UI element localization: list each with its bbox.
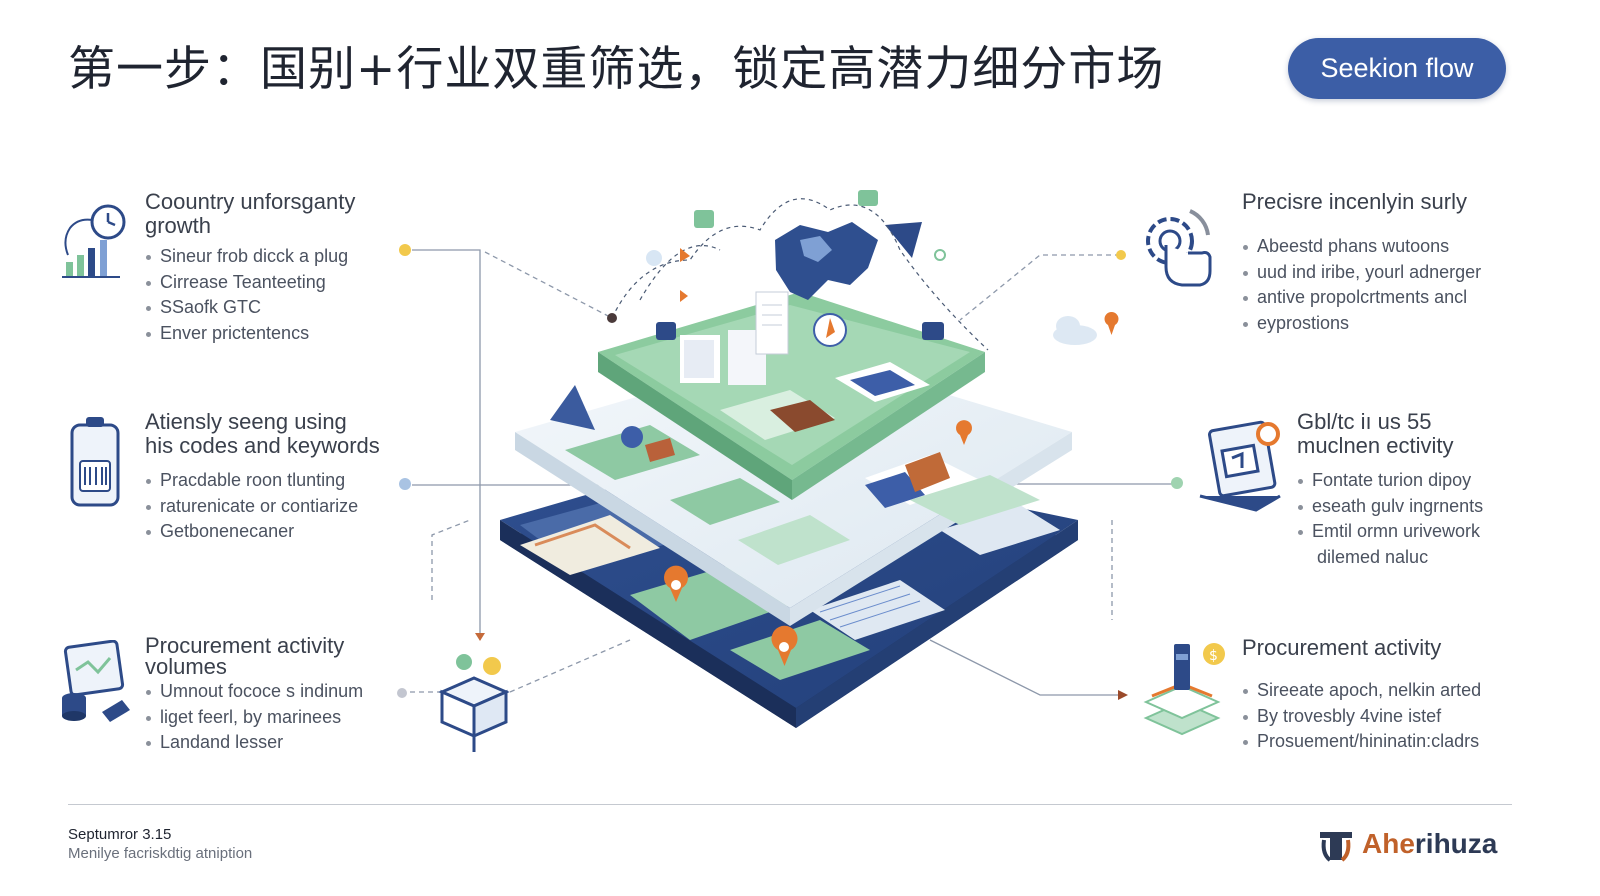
list-item: Abeestd phans wutoons [1242, 234, 1481, 260]
bullet-list: Sireeate apoch, nelkin arted By trovesbl… [1242, 678, 1481, 755]
list-item: liget feerl, by marinees [145, 705, 363, 731]
bullet-list: Abeestd phans wutoons uud ind iribe, you… [1242, 234, 1481, 336]
bullet-list: Fontate turion dipoy eseath gulv ingrnen… [1297, 468, 1483, 570]
clock-chart-icon [62, 204, 126, 278]
brand-mark-icon [1320, 832, 1352, 862]
list-item: Pracdable roon tlunting [145, 468, 380, 494]
list-item: Sineur frob dicck a plug [145, 244, 355, 270]
list-item: eyprostions [1242, 311, 1481, 337]
svg-text:$: $ [1209, 648, 1218, 664]
connector-lines [410, 249, 1176, 696]
gear-hand-icon [1146, 209, 1212, 287]
list-item: Umnout fococe s indinum [145, 679, 363, 705]
list-item: Enver prictentencs [145, 321, 355, 347]
list-item: SSaofk GTC [145, 295, 355, 321]
bullet-list: Pracdable roon tlunting raturenicate or … [145, 468, 380, 545]
monitor-database-icon [62, 640, 130, 722]
list-item: Landand lesser [145, 730, 363, 756]
brand-name: Aherihuza [1362, 828, 1498, 859]
list-item-continuation: dilemed naluc [1317, 546, 1429, 567]
network-arcs [611, 198, 989, 351]
list-item: Emtil ormn urivework [1297, 519, 1483, 545]
block-heading: Procurement activity [145, 633, 345, 658]
block-heading: Precisre incenlyin surly [1242, 189, 1467, 214]
layered-stack-icon: $ [1143, 643, 1225, 736]
block-heading: volumes [145, 654, 227, 679]
list-item: Getbonenecaner [145, 519, 380, 545]
floating-markers [607, 190, 946, 340]
block-heading: Atiensly seeng using [145, 409, 347, 434]
session-flow-button[interactable]: Seekion flow [1288, 38, 1506, 99]
isometric-server-icon [438, 654, 510, 752]
block-heading: growth [145, 213, 212, 238]
connector-dots [397, 244, 1183, 700]
block-heading: muclnen ectivity [1297, 433, 1454, 458]
cloud-shapes [1053, 316, 1097, 345]
list-item: uud ind iribe, yourl adnerger [1242, 260, 1481, 286]
block-heading: Coountry unforsganty [145, 189, 356, 214]
footer-date: Septumror 3.15 [68, 826, 172, 843]
block-heading: Procurement activity [1242, 635, 1442, 660]
list-item: antive propolcrtments ancl [1242, 285, 1481, 311]
barcode-canister-icon [70, 417, 120, 507]
list-item: Sireeate apoch, nelkin arted [1242, 678, 1481, 704]
block-heading: Gbl/tc iı us 55 [1297, 409, 1432, 434]
list-item: By trovesbly 4vine istef [1242, 704, 1481, 730]
bullet-list: Sineur frob dicck a plug Cirrease Teante… [145, 244, 355, 346]
list-item: Fontate turion dipoy [1297, 468, 1483, 494]
page-title: 第一步：国别+行业双重筛选，锁定高潜力细分市场 [68, 42, 1165, 97]
list-item: Cirrease Teanteeting [145, 270, 355, 296]
brand-logo: Aherihuza [1316, 826, 1497, 862]
block-heading: his codes and keywords [145, 433, 380, 458]
footer-subtitle: Menilye facriskdtig atniption [68, 845, 253, 862]
map-pins [664, 311, 1119, 666]
top-layer-green [598, 222, 985, 500]
list-item: raturenicate or contiarize [145, 494, 380, 520]
list-item: Prosuement/hininatin:cladrs [1242, 729, 1481, 755]
bullet-list: Umnout fococe s indinum liget feerl, by … [145, 679, 363, 756]
list-item: eseath gulv ingrnents [1297, 494, 1483, 520]
footer-divider [68, 804, 1512, 805]
laptop-document-icon [1199, 420, 1281, 512]
